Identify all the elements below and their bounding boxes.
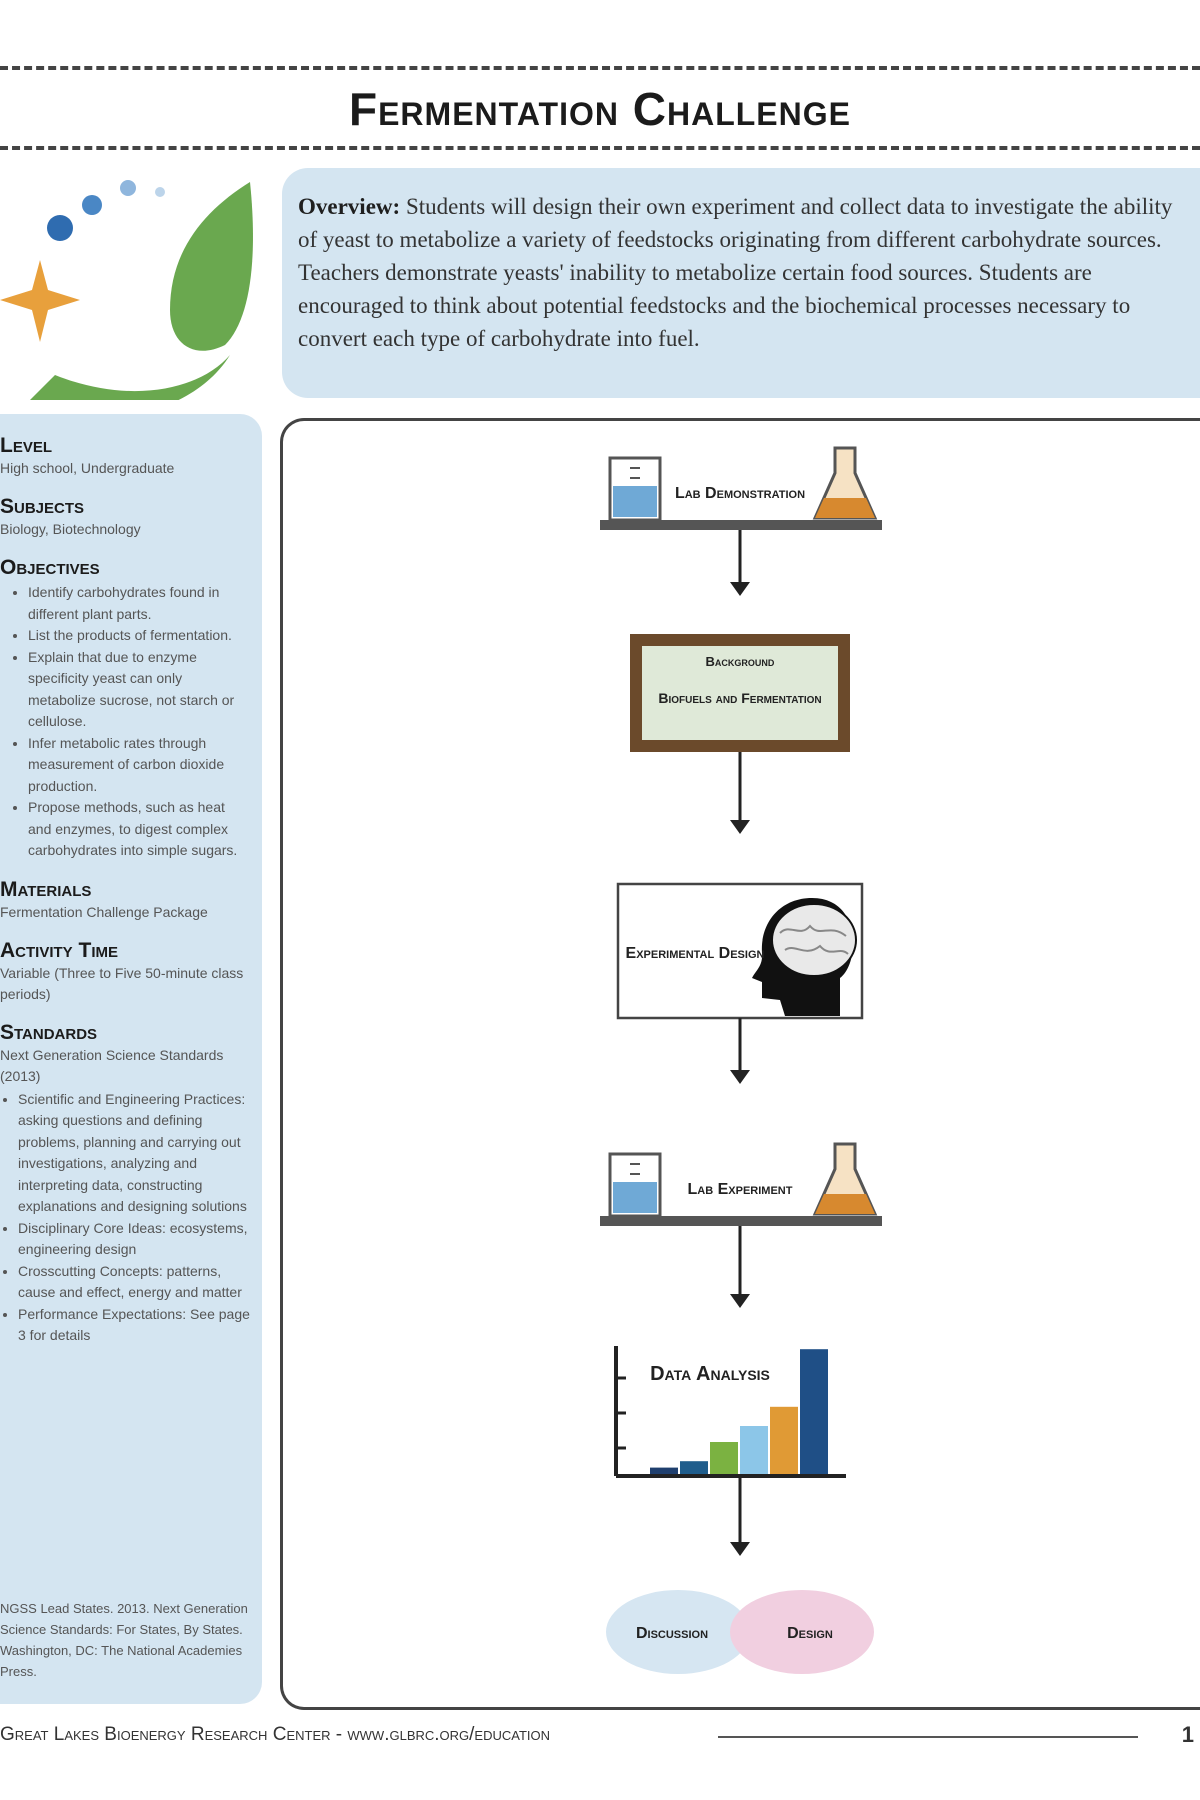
activity-time-heading: Activity Time (0, 938, 118, 962)
lab-shelf (600, 520, 882, 530)
dot-tiny (155, 187, 165, 197)
standard-item: Performance Expectations: See page 3 for… (18, 1304, 252, 1347)
objective-item: Infer metabolic rates through measuremen… (28, 733, 252, 798)
dot-large (47, 215, 73, 241)
arrowhead-5 (730, 1542, 750, 1556)
arrowhead-2 (730, 820, 750, 834)
overview-label: Overview: (298, 194, 401, 219)
page-footer: Great Lakes Bioenergy Research Center - … (0, 1718, 1200, 1758)
standard-item: Crosscutting Concepts: patterns, cause a… (18, 1261, 252, 1304)
title-dashed-rule (0, 146, 1200, 150)
arrowhead-4 (730, 1294, 750, 1308)
dot-small (120, 180, 136, 196)
standards-intro: Next Generation Science Standards (2013) (0, 1046, 224, 1084)
chart-bar (800, 1349, 828, 1474)
sidebar-panel: Level High school, Undergraduate Subject… (0, 414, 262, 1704)
activity-time-value: Variable (Three to Five 50-minute class … (0, 964, 244, 1002)
beaker-icon (608, 1152, 662, 1218)
subjects-heading: Subjects (0, 495, 85, 518)
objective-item: List the products of fermentation. (28, 625, 252, 647)
footer-rule (718, 1736, 1138, 1738)
footer-text: Great Lakes Bioenergy Research Center - … (0, 1724, 551, 1745)
experimental-design-label: Experimental Design (626, 945, 765, 962)
head-brain-icon (752, 898, 857, 1016)
page-number: 1 (1181, 1722, 1194, 1747)
flask-icon (812, 446, 878, 520)
subjects-value: Biology, Biotechnology (0, 521, 141, 537)
objectives-list: Identify carbohydrates found in differen… (0, 582, 252, 862)
discussion-design-step: Discussion Design (606, 1590, 874, 1674)
chart-bar (650, 1467, 678, 1474)
leaf-swoosh (30, 355, 230, 400)
beaker-icon (608, 456, 662, 522)
objective-item: Propose methods, such as heat and enzyme… (28, 797, 252, 862)
lab-demonstration-text: Lab Demonstration (675, 485, 805, 502)
overview-panel: Overview: Students will design their own… (282, 168, 1200, 398)
lab-demonstration-label: Lab Demonstration (675, 485, 805, 502)
flowchart-frame (280, 418, 1200, 1710)
chart-bar (710, 1442, 738, 1474)
objectives-heading: Objectives (0, 556, 100, 579)
data-analysis-label: Data Analysis (650, 1363, 770, 1385)
lab-demonstration-step: Lab Demonstration (600, 446, 882, 530)
lab-experiment-step: Lab Experiment (600, 1142, 882, 1226)
level-heading: Level (0, 434, 53, 457)
level-value: High school, Undergraduate (0, 460, 175, 476)
experimental-design-step: Experimental Design (616, 882, 864, 1020)
standards-heading: Standards (0, 1020, 98, 1044)
chart-bar (770, 1406, 798, 1474)
design-bubble (730, 1590, 874, 1674)
discussion-label: Discussion (636, 1625, 708, 1642)
standard-item: Disciplinary Core Ideas: ecosystems, eng… (18, 1218, 252, 1261)
background-step: Background Biofuels and Fermentation (630, 634, 850, 752)
materials-value: Fermentation Challenge Package (0, 903, 208, 920)
data-analysis-bar-chart (650, 1349, 828, 1474)
flask-icon (812, 1142, 878, 1216)
discussion-bubble (606, 1590, 750, 1674)
chart-bar (680, 1461, 708, 1474)
standards-list: Scientific and Engineering Practices: as… (0, 1089, 252, 1347)
data-analysis-step: Data Analysis (614, 1346, 846, 1478)
arrowhead-3 (730, 1070, 750, 1084)
arrowhead-1 (730, 582, 750, 596)
glbrc-logo (0, 180, 253, 400)
standard-item: Scientific and Engineering Practices: as… (18, 1089, 252, 1218)
flowchart: Lab Demonstration Background Biofuels an… (600, 446, 882, 1674)
lab-shelf (600, 1216, 882, 1226)
top-dashed-rule (0, 66, 1200, 70)
dot-medium (82, 195, 102, 215)
design-bubble-label: Design (787, 1625, 833, 1642)
objective-item: Explain that due to enzyme specificity y… (28, 647, 252, 733)
chart-bar (740, 1426, 768, 1474)
star-icon (0, 260, 80, 342)
materials-heading: Materials (0, 877, 92, 901)
page-title: Fermentation Challenge (348, 83, 851, 135)
chalkboard-surface (642, 646, 838, 740)
background-label: Background (706, 654, 775, 669)
ngss-citation: NGSS Lead States. 2013. Next Generation … (0, 1601, 248, 1679)
leaf-icon (170, 182, 253, 351)
biofuels-label: Biofuels and Fermentation (658, 690, 821, 706)
overview-text: Students will design their own experimen… (298, 194, 1173, 351)
lab-experiment-label: Lab Experiment (688, 1181, 793, 1198)
objective-item: Identify carbohydrates found in differen… (28, 582, 252, 625)
